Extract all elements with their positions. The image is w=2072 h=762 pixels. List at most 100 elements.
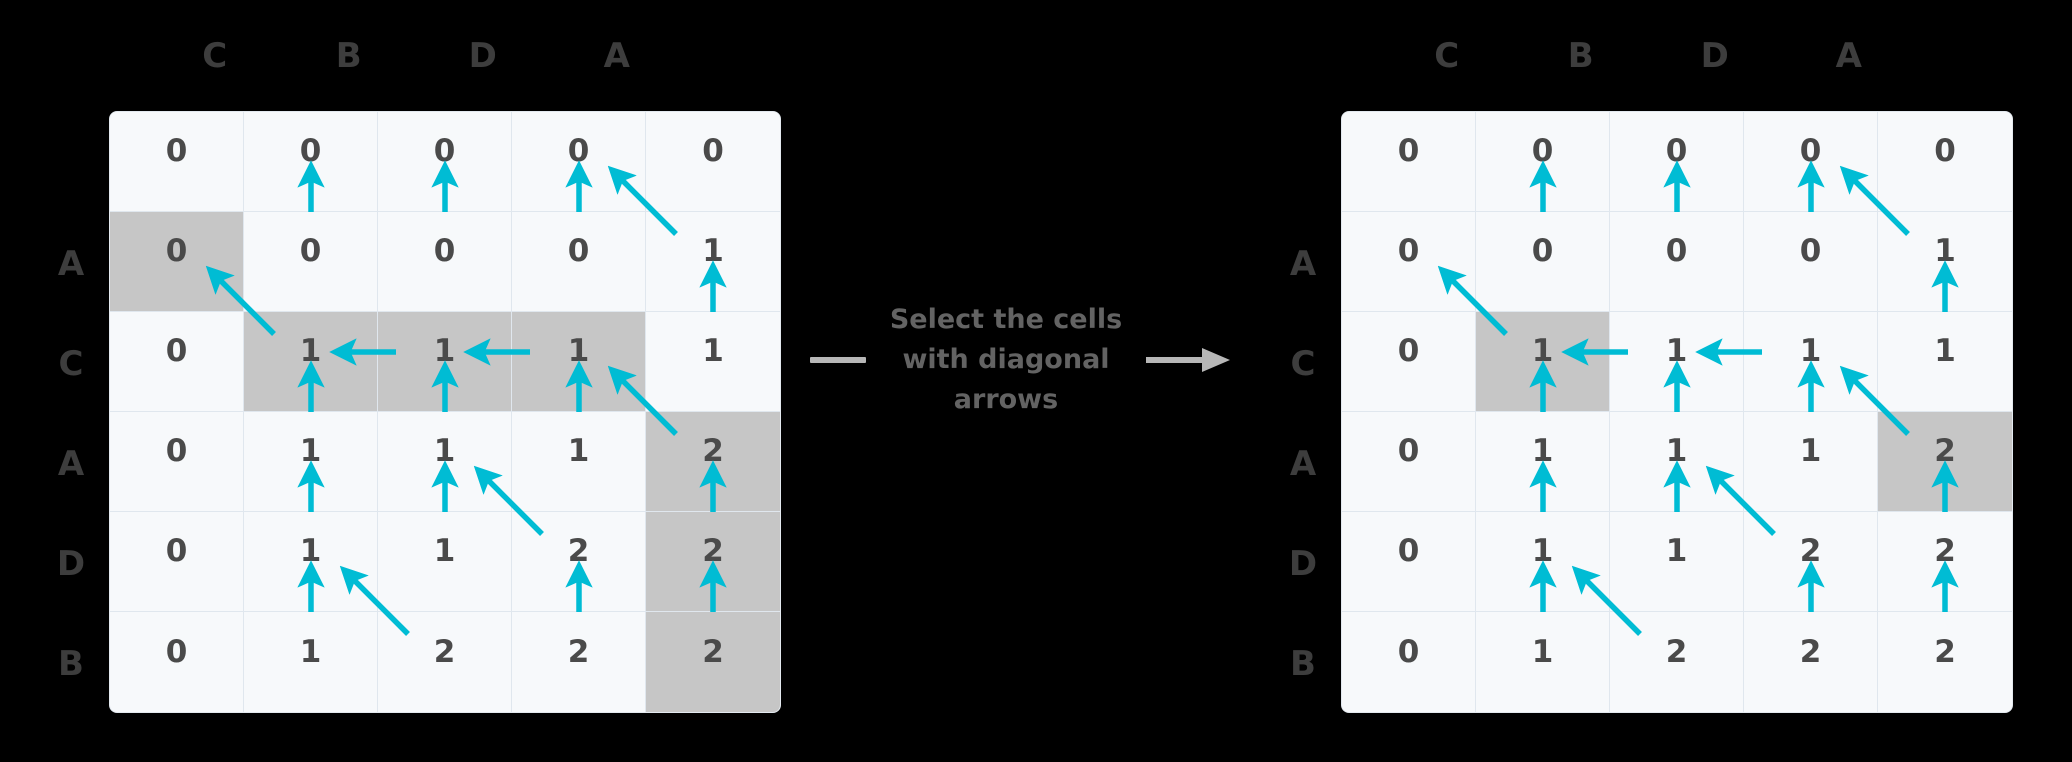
grid-cell-r4-c3[interactable]: 2 <box>1744 512 1878 612</box>
grid-cell-r3-c3[interactable]: 1 <box>512 412 646 512</box>
grid-cell-r2-c0[interactable]: 0 <box>110 312 244 412</box>
grid-cell-r1-c3[interactable]: 0 <box>512 212 646 312</box>
grid-cell-r4-c1[interactable]: 1 <box>1476 512 1610 612</box>
grid-cell-r2-c2[interactable]: 1 <box>378 312 512 412</box>
cell-value: 0 <box>165 533 188 569</box>
column-label-d: D <box>1700 36 1730 76</box>
grid-cell-r1-c2[interactable]: 0 <box>378 212 512 312</box>
grid-cell-r2-c3[interactable]: 1 <box>512 312 646 412</box>
grid-cell-r2-c0[interactable]: 0 <box>1342 312 1476 412</box>
grid-cell-r1-c2[interactable]: 0 <box>1610 212 1744 312</box>
grid-cell-r0-c2[interactable]: 0 <box>1610 112 1744 212</box>
grid-cell-r1-c0[interactable]: 0 <box>1342 212 1476 312</box>
grid-cell-r4-c2[interactable]: 1 <box>378 512 512 612</box>
cell-value: 0 <box>433 233 456 269</box>
cell-value: 0 <box>1397 633 1420 670</box>
grid-cell-r4-c4[interactable]: 2 <box>1878 512 2012 612</box>
grid-cell-r4-c4[interactable]: 2 <box>646 512 780 612</box>
row-label-4: B <box>58 644 84 684</box>
grid-cell-r0-c3[interactable]: 0 <box>1744 112 1878 212</box>
grid-cell-r3-c4[interactable]: 2 <box>646 412 780 512</box>
grid-cell-r3-c2[interactable]: 1 <box>378 412 512 512</box>
grid-cell-r0-c4[interactable]: 0 <box>1878 112 2012 212</box>
grid-cell-r5-c1[interactable]: 1 <box>1476 612 1610 712</box>
grid-cell-r5-c3[interactable]: 2 <box>512 612 646 712</box>
grid-cell-r1-c3[interactable]: 0 <box>1744 212 1878 312</box>
row-label-3: D <box>56 544 86 584</box>
grid-cell-r0-c2[interactable]: 0 <box>378 112 512 212</box>
grid-cell-r5-c3[interactable]: 2 <box>1744 612 1878 712</box>
grid-cell-r1-c4[interactable]: 1 <box>1878 212 2012 312</box>
arrow-shaft <box>1146 357 1204 363</box>
cell-value: 2 <box>1934 633 1956 670</box>
grid-cell-r2-c4[interactable]: 1 <box>1878 312 2012 412</box>
caption-text: Select the cells with diagonal arrows <box>866 300 1146 420</box>
table-row: 0 1 2 2 2 <box>1342 612 2012 712</box>
row-labels-before: A C A D B <box>28 214 114 714</box>
grid-cell-r5-c0[interactable]: 0 <box>1342 612 1476 712</box>
cell-value: 1 <box>433 533 456 569</box>
cell-value: 2 <box>702 433 724 469</box>
grid-cell-r3-c4[interactable]: 2 <box>1878 412 2012 512</box>
grid-cell-r5-c2[interactable]: 2 <box>1610 612 1744 712</box>
cell-value: 0 <box>1397 233 1420 269</box>
cell-value: 1 <box>299 333 322 369</box>
grid-cell-r4-c2[interactable]: 1 <box>1610 512 1744 612</box>
grid-cell-r0-c0[interactable]: 0 <box>110 112 244 212</box>
cell-value: 1 <box>433 433 456 469</box>
grid-cell-r1-c1[interactable]: 0 <box>1476 212 1610 312</box>
grid-cell-r2-c1[interactable]: 1 <box>1476 312 1610 412</box>
row-label-2: A <box>1289 444 1317 484</box>
grid-cell-r0-c4[interactable]: 0 <box>646 112 780 212</box>
grid-cell-r3-c0[interactable]: 0 <box>1342 412 1476 512</box>
grid-cell-r3-c1[interactable]: 1 <box>1476 412 1610 512</box>
grid-cell-r4-c0[interactable]: 0 <box>1342 512 1476 612</box>
cell-value: 0 <box>165 133 188 169</box>
grid-cell-r0-c3[interactable]: 0 <box>512 112 646 212</box>
grid-cell-r5-c4[interactable]: 2 <box>1878 612 2012 712</box>
cell-value: 0 <box>567 233 590 269</box>
grid-cell-r3-c3[interactable]: 1 <box>1744 412 1878 512</box>
grid-cell-r2-c3[interactable]: 1 <box>1744 312 1878 412</box>
grid-cell-r0-c0[interactable]: 0 <box>1342 112 1476 212</box>
grid-cell-r3-c1[interactable]: 1 <box>244 412 378 512</box>
cell-value: 2 <box>1934 533 1956 569</box>
cell-value: 1 <box>702 233 724 269</box>
cell-value: 2 <box>1934 433 1956 469</box>
cell-value: 0 <box>165 233 188 269</box>
grid-cell-r5-c4[interactable]: 2 <box>646 612 780 712</box>
cell-value: 1 <box>702 333 724 369</box>
grid-cell-r4-c3[interactable]: 2 <box>512 512 646 612</box>
table-row: 0 0 0 0 1 <box>110 212 780 312</box>
cell-value: 1 <box>1531 433 1554 469</box>
grid-cell-r2-c1[interactable]: 1 <box>244 312 378 412</box>
grid-cell-r1-c4[interactable]: 1 <box>646 212 780 312</box>
cell-value: 1 <box>1934 333 1956 369</box>
caption-line-2: with diagonal <box>902 344 1110 375</box>
grid-cell-r5-c1[interactable]: 1 <box>244 612 378 712</box>
grid-cell-r3-c2[interactable]: 1 <box>1610 412 1744 512</box>
grid-cell-r3-c0[interactable]: 0 <box>110 412 244 512</box>
grid-cell-r5-c2[interactable]: 2 <box>378 612 512 712</box>
cell-value: 2 <box>1665 633 1688 670</box>
grid-cell-r4-c1[interactable]: 1 <box>244 512 378 612</box>
cell-value: 0 <box>165 433 188 469</box>
grid-cell-r1-c1[interactable]: 0 <box>244 212 378 312</box>
grid-cell-r5-c0[interactable]: 0 <box>110 612 244 712</box>
cell-value: 1 <box>1665 433 1688 469</box>
cell-value: 1 <box>567 433 590 469</box>
grid-cell-r0-c1[interactable]: 0 <box>244 112 378 212</box>
grid-cell-r2-c4[interactable]: 1 <box>646 312 780 412</box>
grid-cell-r1-c0[interactable]: 0 <box>110 212 244 312</box>
column-label-a: A <box>603 36 631 76</box>
column-labels-after: C B D A <box>1380 36 1916 76</box>
row-label-1: C <box>1290 344 1316 384</box>
grid-cell-r4-c0[interactable]: 0 <box>110 512 244 612</box>
cell-value: 2 <box>433 633 456 670</box>
grid-cell-r2-c2[interactable]: 1 <box>1610 312 1744 412</box>
grid-cell-r0-c1[interactable]: 0 <box>1476 112 1610 212</box>
